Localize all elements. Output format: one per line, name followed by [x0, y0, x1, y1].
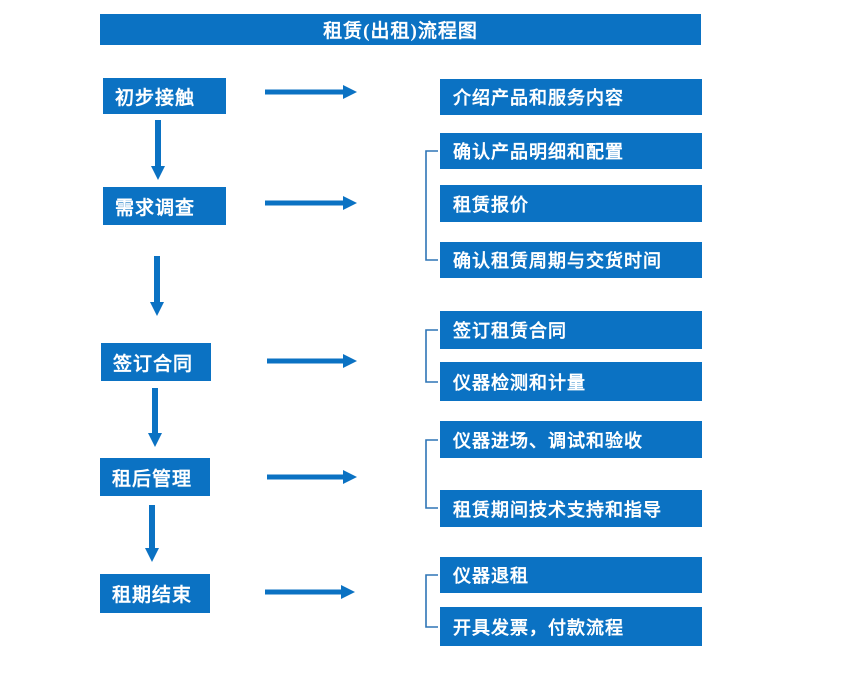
- detail-box-sign-rental-contract: 签订租赁合同: [440, 311, 702, 349]
- detail-box-instrument-return: 仪器退租: [440, 557, 702, 593]
- detail-box-confirm-period-delivery: 确认租赁周期与交货时间: [440, 242, 702, 278]
- detail-box-technical-support: 租赁期间技术支持和指导: [440, 490, 702, 527]
- detail-box-instrument-testing: 仪器检测和计量: [440, 362, 702, 401]
- stage-box-rental-end: 租期结束: [100, 574, 210, 613]
- stage-box-sign-contract: 签订合同: [101, 343, 211, 381]
- detail-box-rental-quotation: 租赁报价: [440, 185, 702, 222]
- arrow-right-icon: [265, 85, 357, 599]
- detail-box-instrument-setup-acceptance: 仪器进场、调试和验收: [440, 421, 702, 458]
- stage-box-initial-contact: 初步接触: [103, 78, 226, 114]
- stage-box-post-rental-management: 租后管理: [100, 458, 210, 496]
- detail-box-confirm-product-details: 确认产品明细和配置: [440, 133, 702, 169]
- group-bracket: [425, 150, 438, 628]
- diagram-title: 租赁(出租)流程图: [100, 14, 701, 45]
- detail-box-invoice-payment: 开具发票，付款流程: [440, 607, 702, 646]
- arrow-down-icon: [145, 120, 165, 562]
- detail-box-introduce-products: 介绍产品和服务内容: [440, 79, 702, 115]
- stage-box-demand-survey: 需求调查: [103, 187, 226, 225]
